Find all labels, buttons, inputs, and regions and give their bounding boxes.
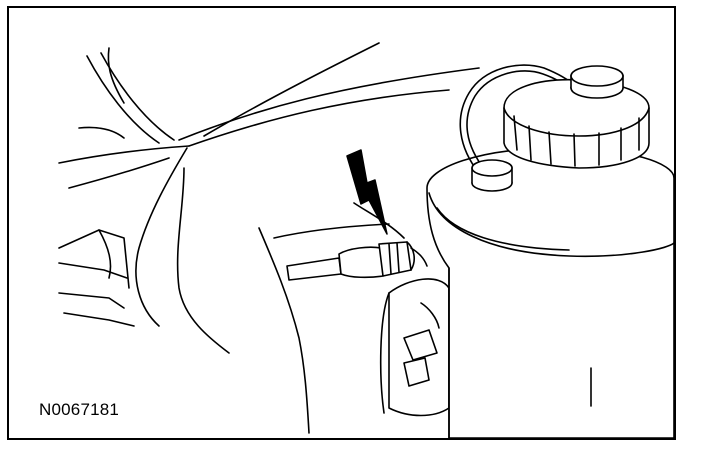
engine-bay-illustration [58, 42, 674, 438]
figure-id-label: N0067181 [39, 400, 120, 419]
reservoir-cap [503, 65, 650, 169]
reservoir-tank [426, 147, 674, 438]
left-bracket [58, 229, 135, 327]
figure-frame: N0067181 [7, 6, 676, 440]
hose-connector [286, 241, 428, 281]
fender-panel [58, 42, 480, 354]
lower-pipe [379, 278, 450, 417]
small-plug [471, 159, 513, 192]
pointer-arrow [346, 149, 388, 235]
